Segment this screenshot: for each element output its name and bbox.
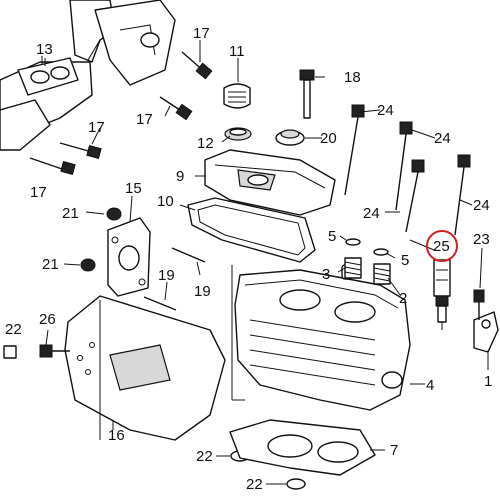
callout-17: 17 [193,25,210,42]
callout-19: 19 [158,267,175,284]
stud-19-part[interactable] [143,247,206,311]
callout-4: 4 [426,377,434,394]
callout-15: 15 [125,180,142,197]
callout-5: 5 [328,228,336,245]
callout-26: 26 [39,311,56,328]
callout-24: 24 [434,130,451,147]
bolt-17-part[interactable] [29,51,213,175]
callout-25: 25 [433,238,450,255]
callout-labels: 13 17 11 17 17 17 12 18 20 9 10 15 21 21… [5,25,492,493]
valve-springs-part[interactable] [344,238,391,285]
callout-22: 22 [5,321,22,338]
callout-5: 5 [401,252,409,269]
callout-22: 22 [196,448,213,465]
head-gasket-part[interactable] [229,419,376,476]
callout-18: 18 [344,69,361,86]
callout-11: 11 [229,43,245,60]
grommet-20-part[interactable] [275,129,305,146]
callout-1: 1 [484,373,492,390]
callout-3: 3 [322,266,330,283]
gasket-15-part[interactable] [107,217,151,297]
callout-17: 17 [136,111,153,128]
callout-21: 21 [42,256,59,273]
callout-24: 24 [377,102,394,119]
callout-22: 22 [246,476,263,493]
bracket-part[interactable] [473,289,499,353]
callout-20: 20 [320,130,337,147]
bolt-26-part[interactable] [39,344,70,358]
callout-9: 9 [176,168,184,185]
callout-10: 10 [157,193,174,210]
callout-13: 13 [36,41,53,58]
callout-19: 19 [194,283,211,300]
callout-17: 17 [88,119,105,136]
leader-lines [44,40,489,485]
callout-12: 12 [197,135,214,152]
callout-21: 21 [62,205,79,222]
stud-18-part[interactable] [299,69,315,119]
callout-23: 23 [473,231,490,248]
head-cover-gasket-part[interactable] [187,197,316,263]
oil-filler-cap-part[interactable] [223,83,252,141]
callout-24: 24 [473,197,490,214]
callout-17: 17 [30,184,47,201]
spark-plug-part[interactable] [433,259,451,330]
cylinder-head-cover-part[interactable] [204,149,336,216]
callout-24: 24 [363,205,380,222]
callout-16: 16 [108,427,125,444]
nut-21-part[interactable] [80,207,122,272]
highlight-circle [426,230,458,262]
head-bolts-24-part[interactable] [344,104,471,236]
callout-7: 7 [390,442,398,459]
intake-manifold-part[interactable] [0,0,176,151]
callout-2: 2 [399,290,407,307]
cylinder-head-part[interactable] [231,264,411,411]
side-cover-part[interactable] [64,295,226,441]
